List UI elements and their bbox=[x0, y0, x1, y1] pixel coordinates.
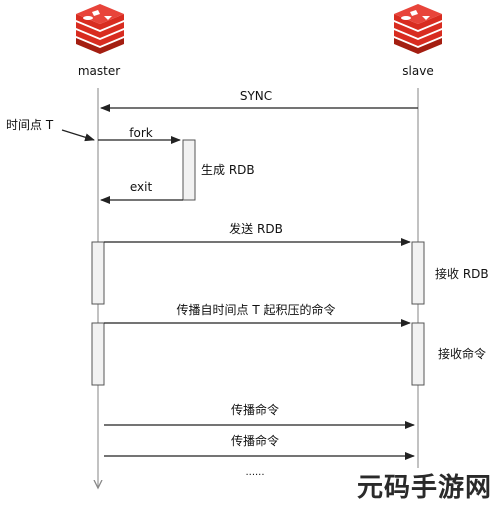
propagate-label-2: 传播命令 bbox=[230, 434, 280, 448]
master-redis-logo-icon bbox=[76, 4, 124, 54]
fork-label: fork bbox=[129, 126, 153, 140]
exit-label: exit bbox=[129, 180, 153, 194]
slave-activation-bar-2 bbox=[411, 322, 425, 386]
watermark: 元码手游网 bbox=[356, 473, 492, 503]
slave-activation-bar-1 bbox=[411, 241, 425, 305]
ellipsis-label: ...... bbox=[245, 467, 265, 478]
send-rdb-label: 发送 RDB bbox=[229, 222, 283, 236]
sync-label: SYNC bbox=[239, 89, 273, 103]
master-activation-bar-1 bbox=[91, 241, 105, 305]
generate-rdb-label: 生成 RDB bbox=[201, 163, 255, 177]
receive-commands-label: 接收命令 bbox=[438, 347, 487, 361]
fork-activation-bar bbox=[182, 139, 196, 201]
receive-rdb-label: 接收 RDB bbox=[435, 267, 489, 281]
propagate-backlog-label: 传播自时间点 T 起积压的命令 bbox=[176, 303, 336, 317]
time-point-label: 时间点 T bbox=[6, 118, 54, 132]
propagate-label-1: 传播命令 bbox=[230, 403, 280, 417]
master-label: master bbox=[77, 64, 121, 78]
slave-label: slave bbox=[402, 64, 434, 78]
master-activation-bar-2 bbox=[91, 322, 105, 386]
time-point-pointer bbox=[61, 129, 95, 142]
slave-redis-logo-icon bbox=[394, 4, 442, 54]
